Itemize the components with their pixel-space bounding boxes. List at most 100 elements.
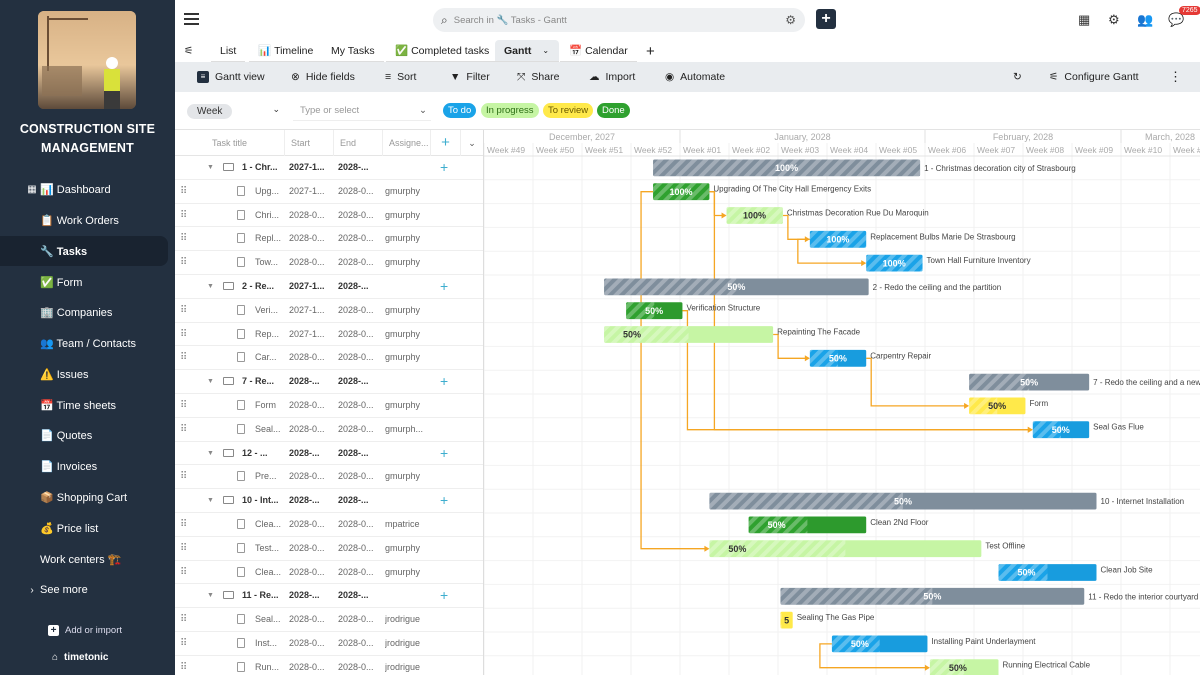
start-date[interactable]: 2028-0... [289,661,325,672]
home-icon[interactable]: ⌂ [52,652,59,663]
group-row[interactable]: ▼2 - Re...+2027-1...2028-... [175,275,483,299]
gantt-bar-progress[interactable]: 50%Test Offline [709,540,1026,558]
start-date[interactable]: 2028-0... [289,209,325,220]
dependency-link[interactable] [773,333,809,359]
assignee[interactable]: gmurphy [385,542,421,553]
drag-handle-icon[interactable]: ⠿ [180,423,188,435]
task-title[interactable]: Inst... [255,638,278,648]
task-title[interactable]: 10 - Int... [242,495,279,506]
sidebar-item-4[interactable]: 🏢 Companies [0,297,175,327]
start-date[interactable]: 2028-0... [289,400,325,410]
end-date[interactable]: 2028-0... [338,423,374,434]
start-date[interactable]: 2028-0... [289,233,325,244]
drag-handle-icon[interactable]: ⠿ [180,185,188,197]
start-date[interactable]: 2027-1... [289,281,325,291]
gantt-bar-todo[interactable]: 100%Replacement Bulbs Marie De Strasbour… [809,230,1016,248]
add-column-icon[interactable]: + [431,130,461,156]
add-task-icon[interactable]: + [440,492,449,509]
status-chip[interactable]: To review [543,103,594,118]
task-title[interactable]: 7 - Re... [242,376,275,387]
start-date[interactable]: 2028-... [289,376,320,387]
task-title[interactable]: Chri... [255,209,280,220]
add-tab-icon[interactable]: + [646,42,655,60]
drag-handle-icon[interactable]: ⠿ [180,209,188,221]
assignee[interactable]: gmurphy [385,185,421,196]
assignee[interactable]: gmurphy [385,352,421,363]
drag-handle-icon[interactable]: ⠿ [180,328,188,340]
tab-completed-tasks[interactable]: ✅Completed tasks [386,40,499,62]
gantt-bar-todo[interactable]: 50%Carpentry Repair [809,349,932,367]
gantt-bar-progress[interactable]: 100%Christmas Decoration Rue Du Maroquin [726,207,929,224]
tab-gantt[interactable]: Gantt⌄ [495,40,559,62]
drag-handle-icon[interactable]: ⠿ [180,614,188,626]
start-date[interactable]: 2028-0... [289,542,325,553]
end-date[interactable]: 2028-0... [338,471,374,482]
table-icon[interactable]: ▦ [1078,12,1091,27]
end-date[interactable]: 2028-0... [338,328,374,339]
status-chip[interactable]: In progress [481,103,539,118]
status-select[interactable]: Type or select⌄ [293,101,431,121]
end-date[interactable]: 2028-... [338,590,369,601]
column-assignee[interactable]: Assigne... [383,130,431,156]
gantt-bar-todo[interactable]: 50%Clean Job Site [998,564,1154,581]
add-task-icon[interactable]: + [440,587,449,604]
column-end[interactable]: End [334,130,383,156]
start-date[interactable]: 2028-0... [289,471,325,482]
automate-button[interactable]: ◉Automate [665,71,726,83]
menu-icon[interactable] [184,13,199,25]
task-title[interactable]: Repl... [255,233,282,244]
drag-handle-icon[interactable]: ⠿ [180,352,188,364]
group-row[interactable]: ▼7 - Re...+2028-...2028-... [175,370,483,394]
start-date[interactable]: 2028-0... [289,352,325,363]
sidebar-item-5[interactable]: 👥 Team / Contacts [0,328,175,358]
end-date[interactable]: 2028-0... [338,185,374,196]
task-title[interactable]: Tow... [255,257,279,268]
configure-gantt-button[interactable]: ⚟Configure Gantt [1049,71,1139,83]
task-title[interactable]: Seal... [255,614,281,625]
add-task-icon[interactable]: + [440,159,449,175]
assignee[interactable]: mpatrice [385,519,420,529]
end-date[interactable]: 2028-... [338,281,369,291]
gantt-bar-group[interactable]: 50%11 - Redo the interior courtyard [780,587,1198,605]
assignee[interactable]: gmurph... [385,423,424,434]
end-date[interactable]: 2028-0... [338,233,374,244]
dependency-link[interactable] [866,357,969,407]
assignee[interactable]: gmurphy [385,304,421,315]
gantt-bar-done[interactable]: 50%Clean 2Nd Floor [748,516,929,534]
start-date[interactable]: 2028-0... [289,423,325,434]
task-title[interactable]: Seal... [255,423,281,434]
start-date[interactable]: 2027-1... [289,328,325,339]
column-start[interactable]: Start [285,130,334,156]
end-date[interactable]: 2028-0... [338,661,374,672]
start-date[interactable]: 2027-1... [289,162,325,172]
task-title[interactable]: Clea... [255,519,282,529]
end-date[interactable]: 2028-... [338,447,369,458]
sidebar-item-1[interactable]: 📋 Work Orders [0,205,175,235]
start-date[interactable]: 2028-0... [289,638,325,648]
chevron-down-icon[interactable]: ▼ [207,449,214,457]
sidebar-item-11[interactable]: 💰 Price list [0,513,175,543]
sidebar-item-12[interactable]: Work centers 🏗️ [0,544,175,574]
task-title[interactable]: Rep... [255,328,280,339]
table-row[interactable]: ⠿ Seal... gmurph... 2028-0... 2028-0... [175,418,483,442]
group-row[interactable]: ▼10 - Int...+2028-...2028-... [175,489,483,513]
gear-icon[interactable]: ⚙ [1108,12,1120,27]
sidebar-item-2[interactable]: 🔧 Tasks [0,236,168,266]
sidebar-item-10[interactable]: 📦 Shopping Cart [0,482,175,512]
end-date[interactable]: 2028-0... [338,352,374,363]
search-settings-icon[interactable]: ⚙ [785,13,796,27]
drag-handle-icon[interactable]: ⠿ [180,542,188,554]
refresh-icon[interactable]: ↻ [1013,71,1022,83]
gantt-bar-done[interactable]: 100%Upgrading Of The City Hall Emergency… [653,183,871,201]
drag-handle-icon[interactable]: ⠿ [180,471,188,483]
tab-timeline[interactable]: 📊Timeline [249,40,323,62]
start-date[interactable]: 2028-0... [289,257,325,268]
gantt-bar-review[interactable]: 50%Form [969,397,1048,415]
